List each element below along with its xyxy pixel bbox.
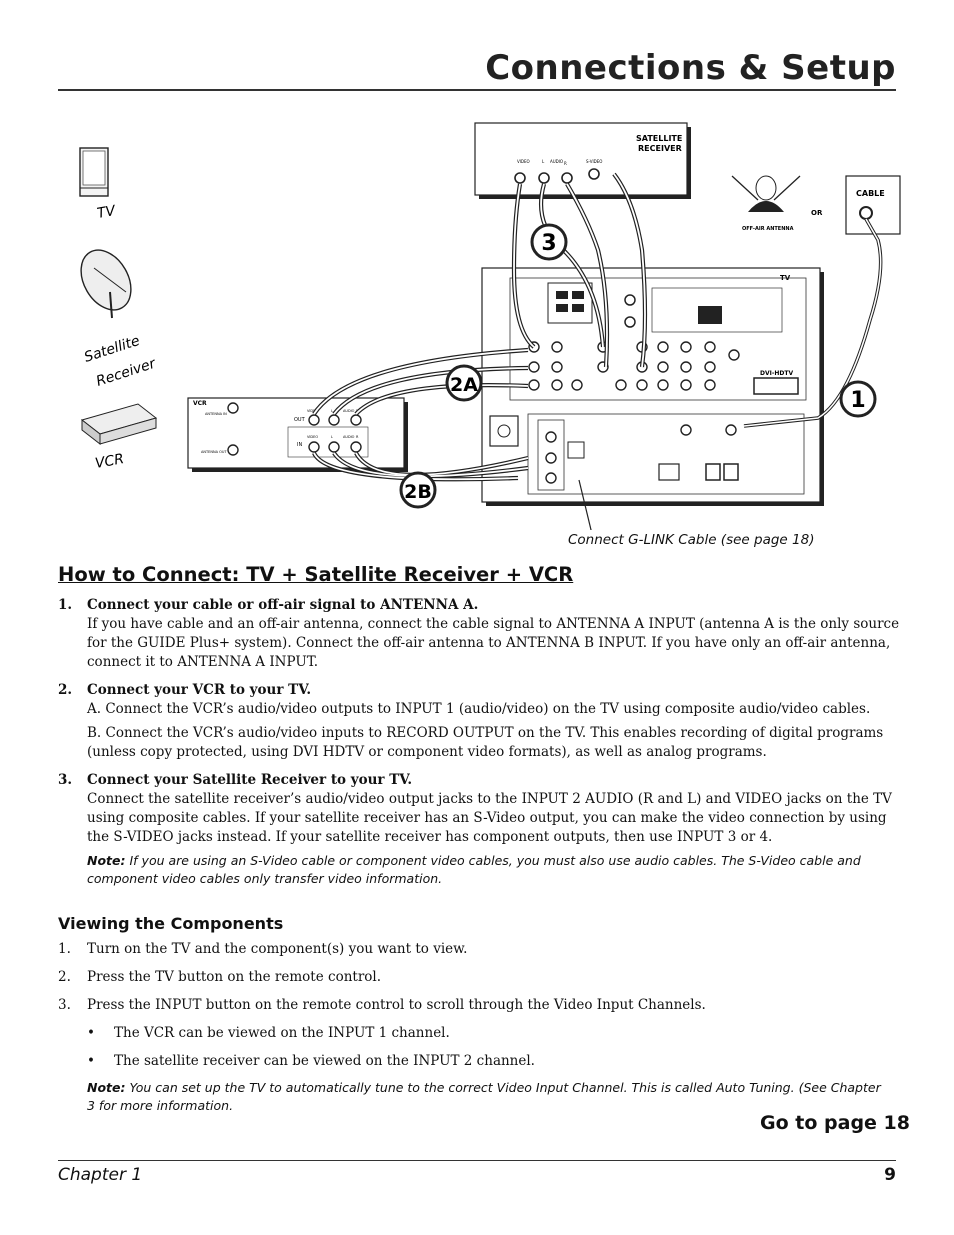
sat-title-1: SATELLITE <box>636 134 682 143</box>
vcr-audio-out-label: AUDIO <box>343 409 355 413</box>
note-text: You can set up the TV to automatically t… <box>87 1080 881 1113</box>
step-3: 3. Connect your Satellite Receiver to yo… <box>58 771 908 847</box>
sat-video-label: VIDEO <box>517 159 530 164</box>
step-2: 2. Connect your VCR to your TV. A. Conne… <box>58 681 908 762</box>
diagram-caption: Connect G-LINK Cable (see page 18) <box>568 532 815 548</box>
note-2: Note: You can set up the TV to automatic… <box>87 1079 887 1115</box>
callout-3-text: 3 <box>541 231 556 256</box>
header-rule <box>58 89 896 91</box>
sat-audio-label: AUDIO <box>550 159 563 164</box>
satellite-dish-icon <box>80 249 132 319</box>
tv-label: TV <box>96 203 118 222</box>
note-label: Note: <box>87 1080 126 1095</box>
callout-2b-text: 2B <box>404 481 432 503</box>
vcr-box: VCR ANTENNA IN ANTENNA OUT OUT IN VIDEO … <box>187 397 408 472</box>
goto-page: Go to page 18 <box>760 1112 910 1134</box>
vcr-title: VCR <box>193 400 207 407</box>
step-text: B. Connect the VCR’s audio/video inputs … <box>87 725 884 760</box>
section-title: How to Connect: TV + Satellite Receiver … <box>58 563 574 586</box>
step-number: 2. <box>58 682 73 698</box>
step-text: A. Connect the VCR’s audio/video outputs… <box>87 701 871 717</box>
item-number: 3. <box>58 997 71 1013</box>
vcr-out-label: OUT <box>294 417 306 423</box>
callout-2b: 2B <box>399 471 437 509</box>
connection-diagram: TV Satellite Receiver VCR SATELLITE RECE… <box>79 122 901 530</box>
sat-r-label: R <box>564 161 567 166</box>
cables <box>312 172 883 530</box>
note-1: Note: If you are using an S-Video cable … <box>87 852 887 888</box>
bullet-item: • The satellite receiver can be viewed on… <box>58 1052 908 1071</box>
vcr-antenna-out: ANTENNA OUT <box>201 450 227 454</box>
vcr-l-out-label: L <box>331 409 333 413</box>
item-number: 1. <box>58 941 71 957</box>
tv-icon <box>79 147 109 197</box>
list-item: 1. Turn on the TV and the component(s) yo… <box>58 940 908 959</box>
antenna-label: OFF-AIR ANTENNA <box>742 226 794 232</box>
satellite-label-1: Satellite <box>82 333 141 366</box>
bullet-text: The VCR can be viewed on the INPUT 1 cha… <box>114 1025 450 1041</box>
callout-2a-text: 2A <box>450 374 478 396</box>
vcr-audio-in-label: AUDIO <box>343 435 355 439</box>
bullet-icon: • <box>87 1025 95 1041</box>
list-item: 2. Press the TV button on the remote cont… <box>58 968 908 987</box>
footer-chapter: Chapter 1 <box>58 1165 143 1185</box>
vcr-icon <box>80 403 158 446</box>
item-text: Turn on the TV and the component(s) you … <box>87 941 468 957</box>
viewing-title: Viewing the Components <box>58 914 284 933</box>
step-heading: Connect your VCR to your TV. <box>87 682 312 698</box>
callout-3: 3 <box>530 223 568 261</box>
vcr-video-in-label: VIDEO <box>307 435 318 439</box>
list-item: 3. Press the INPUT button on the remote c… <box>58 996 908 1015</box>
or-label: OR <box>811 209 823 217</box>
bullet-text: The satellite receiver can be viewed on … <box>114 1053 535 1069</box>
viewing-steps: 1. Turn on the TV and the component(s) yo… <box>58 940 908 1080</box>
connection-steps: 1. Connect your cable or off-air signal … <box>58 596 908 856</box>
dvi-label: DVI-HDTV <box>760 370 793 377</box>
cable-label: CABLE <box>856 189 885 198</box>
note-label: Note: <box>87 853 126 868</box>
vcr-label: VCR <box>94 451 125 472</box>
callout-1: 1 <box>839 380 877 418</box>
step-heading: Connect your cable or off-air signal to … <box>87 597 479 613</box>
vcr-antenna-in: ANTENNA IN <box>205 412 227 416</box>
bullet-icon: • <box>87 1053 95 1069</box>
item-number: 2. <box>58 969 71 985</box>
sat-l-label: L <box>542 159 545 164</box>
step-number: 1. <box>58 597 73 613</box>
tv-back-panel: TV DVI-HDTV <box>481 267 824 506</box>
step-text: Connect the satellite receiver’s audio/v… <box>87 791 892 845</box>
vcr-l-in-label: L <box>331 435 333 439</box>
footer-page-number: 9 <box>884 1165 896 1185</box>
step-1: 1. Connect your cable or off-air signal … <box>58 596 908 672</box>
satellite-label-2: Receiver <box>94 355 158 390</box>
callout-1-text: 1 <box>850 388 865 413</box>
step-heading: Connect your Satellite Receiver to your … <box>87 772 413 788</box>
bullet-item: • The VCR can be viewed on the INPUT 1 ch… <box>58 1024 908 1043</box>
step-text: If you have cable and an off-air antenna… <box>87 616 900 670</box>
satellite-receiver-box: SATELLITE RECEIVER VIDEO L AUDIO R S-VID… <box>474 122 691 199</box>
item-text: Press the INPUT button on the remote con… <box>87 997 706 1013</box>
step-number: 3. <box>58 772 73 788</box>
sat-svideo-label: S-VIDEO <box>586 159 602 164</box>
antenna-icon <box>731 175 801 212</box>
note-text: If you are using an S-Video cable or com… <box>87 853 861 886</box>
page-title: Connections & Setup <box>485 48 896 88</box>
callout-2a: 2A <box>445 364 483 402</box>
vcr-video-out-label: VIDEO <box>307 409 318 413</box>
vcr-in-label: IN <box>297 442 302 448</box>
vcr-r-in-label: R <box>356 435 359 439</box>
footer-rule <box>58 1160 896 1161</box>
item-text: Press the TV button on the remote contro… <box>87 969 382 985</box>
cable-wall-box: CABLE <box>845 175 901 235</box>
sat-title-2: RECEIVER <box>638 144 682 153</box>
